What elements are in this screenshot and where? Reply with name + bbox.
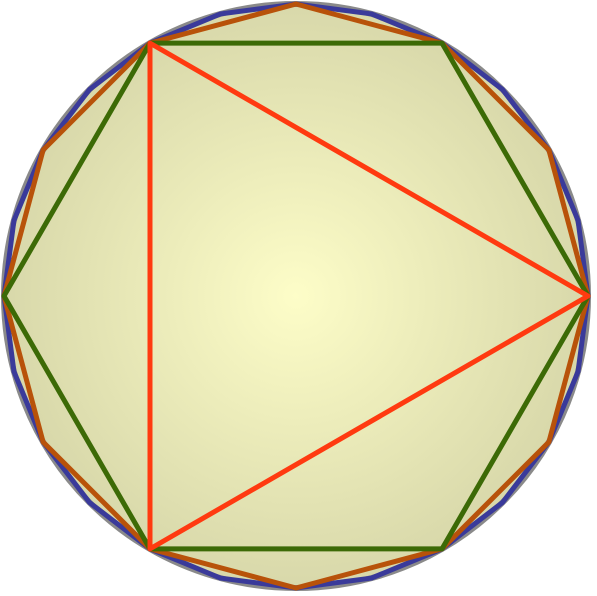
circumscribed-circle <box>1 1 591 591</box>
polygon-layer <box>1 1 591 591</box>
triangle-polygon <box>147 40 591 552</box>
hexagon-polygon <box>1 40 591 552</box>
